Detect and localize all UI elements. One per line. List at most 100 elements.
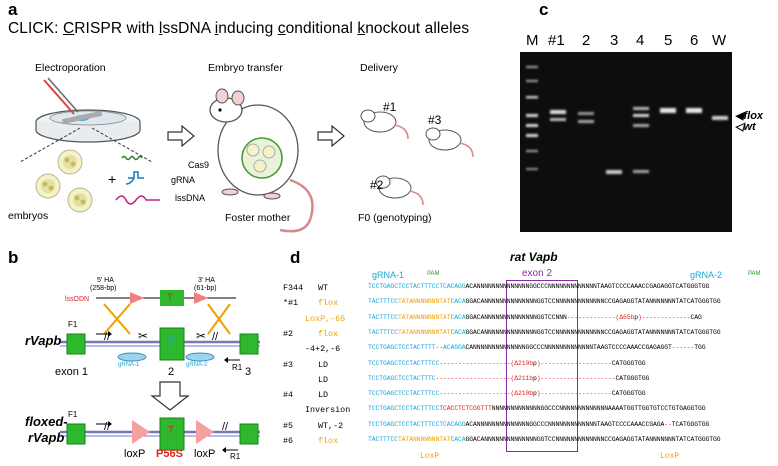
exon3-label: 3 [245,366,252,378]
row-sample-name: #2 [283,328,294,339]
grna2-label: gRNA-2 [186,362,208,368]
row-genotype: Inversion [305,405,351,416]
lane-label: 5 [664,32,673,49]
row-genotype: LoxP,-65 [305,313,346,324]
lane-label: W [712,32,727,49]
r1-primer-label-2: R1 [230,452,241,461]
row-sample-name: #6 [283,436,294,446]
row-sequence: TCCTGAGCTCCTACTTTCCTCACAGGACANNNNNNNNNNN… [368,420,710,428]
pam-header-right: PAM [748,271,761,277]
row-sample-name: *#1 [283,298,299,309]
f0-genotyping-label: F0 (genotyping) [358,212,432,224]
p56s-label: P56S [156,448,183,460]
ssodn-t-label: T [167,292,173,302]
row-genotype: LD [318,374,329,385]
f1-primer-label-2: F1 [68,410,78,419]
floxed-label: floxed- [25,414,68,429]
f1-primer-label: F1 [68,320,78,329]
gel-bands [526,66,728,174]
lane-label: 2 [582,32,591,49]
foster-mother-label: Foster mother [225,212,291,224]
row-genotype: -4+2,-6 [305,344,341,355]
r1-primer-label: R1 [232,363,243,372]
flox-band-label: ◀flox [735,110,764,122]
cas9-icon [121,155,143,161]
panel-c-letter: c [539,0,549,19]
row-genotype: WT,-2 [318,420,344,431]
row-sample-name: #4 [283,390,294,401]
row-genotype: WT [318,283,329,293]
arrow-right-icon [317,124,345,148]
loxp-left-footer: LoxP [420,452,440,461]
pam-header-left: PAM [427,271,440,277]
cas9-label: Cas9 [188,160,210,170]
svg-text://: // [222,421,229,433]
svg-text://: // [104,421,111,433]
panel-d-letter: d [290,248,301,267]
panel-b-letter: b [8,248,19,267]
rvapb-label: rVapb [25,333,62,348]
flox-t-label: T [168,425,175,436]
loxp-right-footer: LoxP [660,452,680,461]
loxp-right-label: loxP [194,448,216,460]
lane-label: #1 [548,32,565,49]
panel-d-title: rat Vapb [510,250,558,264]
svg-text://: // [212,331,219,343]
row-genotype: flox [318,328,339,339]
exon-box [66,327,259,361]
grna1-label: gRNA-1 [118,362,140,368]
panel-a-illustration: + [19,77,474,233]
plus-sign: + [108,171,116,187]
row-sequence: TCCTGAGCTCCTACTTTT--ACAGGACANNNNNNNNNNNN… [368,344,706,352]
row-genotype: LD [318,390,329,401]
rat-3-label: #3 [428,113,442,127]
exon2-header: exon 2 [522,268,553,279]
lssodn-label: lssODN [65,296,90,303]
arrow-down-icon [150,381,190,411]
electroporation-label: Electroporation [35,62,106,74]
row-genotype: LD [318,359,329,370]
ha5-label: 5' HA [97,277,114,284]
panel-b-diagram: // // ✂ ✂ // // [60,290,260,453]
row-sequence: TCCTGAGCTCCTACTTTCC-------------------(Δ… [368,390,646,398]
row-sequence: TCCTGAGCTCCTACTTTCCTCACAGGACANNNNNNNNNNN… [368,283,710,290]
svg-text:✂: ✂ [196,329,206,343]
gel-image [520,52,732,232]
gel-lane-labels: M #1 2 3 4 5 6 W [520,32,732,50]
row-sample-name: #3 [283,359,294,370]
row-sample-name: #5 [283,420,294,431]
exon2-box [506,280,578,452]
delivery-label: Delivery [360,62,398,74]
ha5-bp-label: (258-bp) [90,285,117,292]
ha3-bp-label: (61-bp) [194,285,217,292]
row-genotype: flox [318,436,339,446]
exon2-c-label: C [168,335,176,346]
row-sample-name: F344 [283,283,304,293]
grna2-header: gRNA-2 [690,270,723,280]
row-sequence: TACTTTCCTATANNNNNNNTATCACAGGACANNNNNNNNN… [368,436,721,443]
row-sequence: TCCTGAGCTCCTACTTTC--------------------(Δ… [368,374,650,382]
embryo-icon [35,149,93,213]
lssdna-icon [115,195,160,205]
row-sequence: TCCTGAGCTCCTACTTTCC-------------------(Δ… [368,359,646,367]
row-genotype: flox [318,298,339,309]
rat-1-label: #1 [383,100,397,114]
loxp-triangle [196,420,214,444]
row-sequence: TACTTTCCTATANNNNNNNTATCACAGGACANNNNNNNNN… [368,298,721,306]
ha3-label: 3' HA [198,277,215,284]
lane-label: 4 [636,32,645,49]
panel-a-title: CLICK: CRISPR with lssDNA inducing condi… [8,20,470,37]
arrow-right-icon [167,124,195,148]
grna1-header: gRNA-1 [372,270,405,280]
svg-text:✂: ✂ [138,329,148,343]
grna-icon [125,171,144,185]
row-sequence: TCCTGAGCTCCTACTTTCCTCACCTCTCGGTTTNNNNNNN… [368,405,706,413]
row-sequence: TACTTTCCTATANNNNNNNTATCACAGGACANNNNNNNNN… [368,313,702,321]
svg-text://: // [104,331,111,343]
row-sequence: TACTTTCCTATANNNNNNNTATCACAGGACANNNNNNNNN… [368,328,721,336]
f0-rat-icon [360,109,474,206]
foster-mother-rat-icon [209,88,314,233]
exon1-label: exon 1 [55,366,89,378]
wt-band-label: ◁wt [735,121,756,133]
exon2-label: 2 [168,366,175,378]
